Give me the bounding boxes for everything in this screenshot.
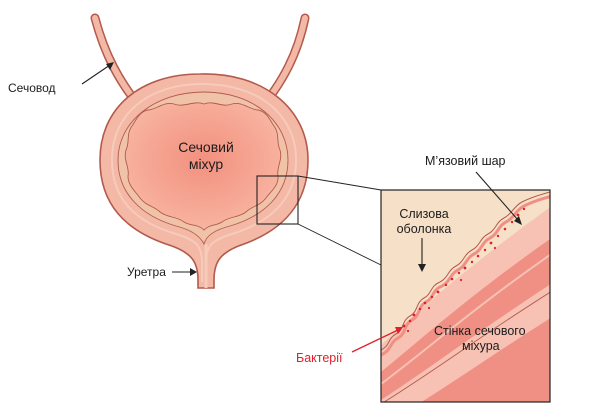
zoom-connector-top — [297, 175, 382, 191]
label-bladder-wall-line1: Стінка сечового — [434, 324, 526, 338]
zoom-source-box — [256, 175, 299, 225]
label-bladder-wall-line2: міхура — [462, 339, 500, 353]
arrow-mucosa — [418, 238, 426, 272]
bacteria-dots — [402, 207, 526, 333]
arrow-ureter — [81, 62, 114, 85]
zoom-connector-bottom — [297, 223, 382, 266]
label-urethra: Уретра — [127, 265, 166, 279]
arrow-urethra — [172, 268, 197, 276]
wall-cross-section-inset — [380, 189, 551, 403]
label-muscle-layer: М’язовий шар — [425, 154, 506, 168]
arrow-bacteria — [351, 327, 403, 353]
label-bladder-line2: міхур — [189, 156, 224, 172]
label-mucosa-line2: оболонка — [397, 222, 452, 236]
label-bladder-line1: Сечовий — [178, 139, 234, 155]
label-mucosa-line1: Слизова — [399, 207, 448, 221]
label-ureter: Сечовод — [8, 81, 56, 95]
label-bacteria: Бактерії — [296, 351, 343, 365]
bladder-lumen — [124, 102, 282, 231]
bladder-wall-band — [110, 83, 298, 282]
arrow-muscle-layer — [475, 171, 522, 225]
